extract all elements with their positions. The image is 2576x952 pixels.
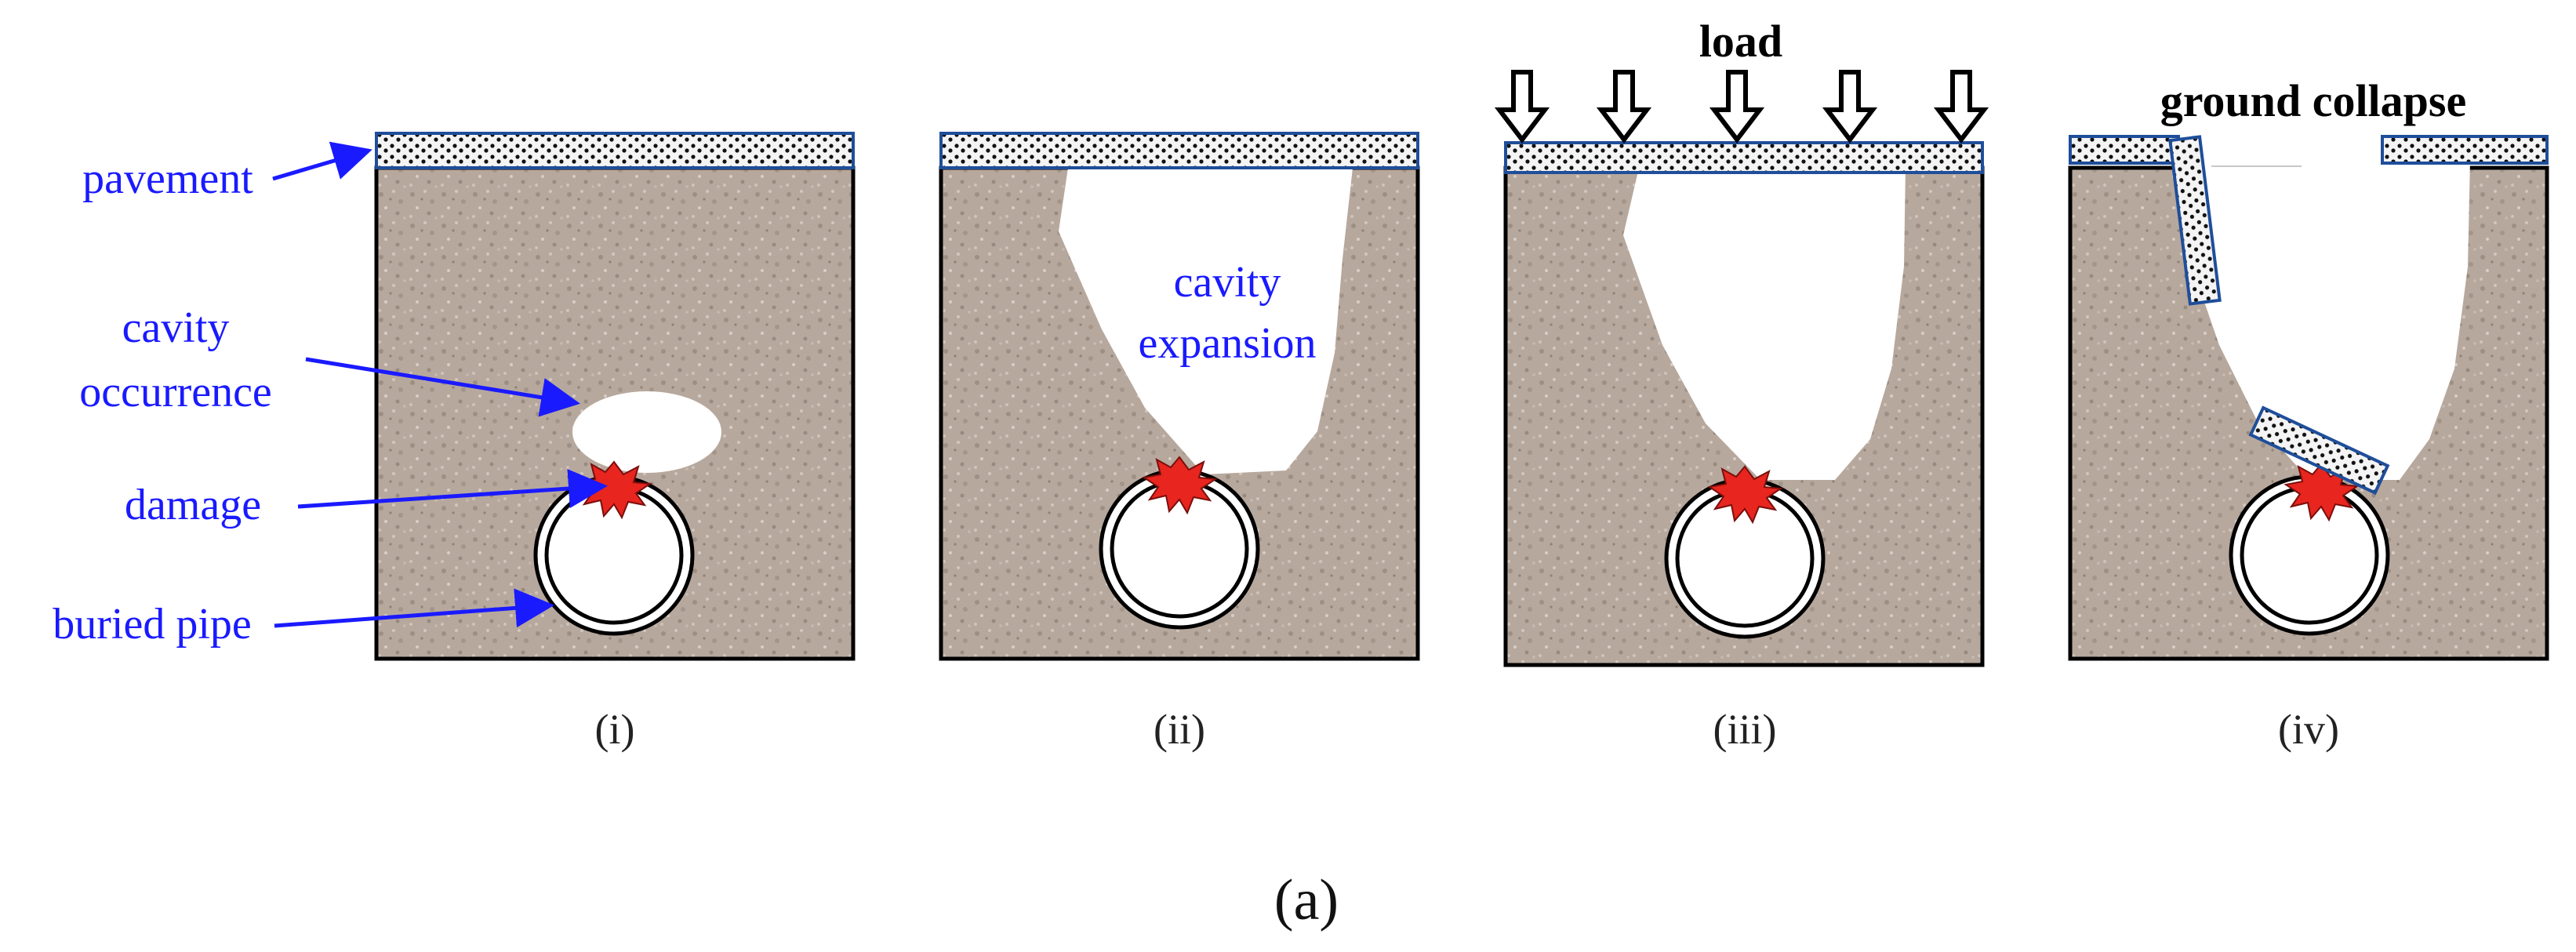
load-arrows <box>1494 70 1989 144</box>
panel-label: (i) <box>595 706 635 753</box>
pavement-layer <box>1504 141 1984 174</box>
load-arrow-icon <box>1596 70 1652 144</box>
buried-pipe <box>2229 474 2390 636</box>
damage-mark <box>2284 463 2360 522</box>
cavity-expansion-label-line1: cavity <box>1174 258 1281 307</box>
damage-arrow <box>297 469 608 509</box>
cavity <box>2172 160 2470 480</box>
panel-4: ground collapse (iv) <box>2068 75 2549 753</box>
buried-pipe <box>1099 468 1260 630</box>
buried-pipe-arrow <box>274 588 554 628</box>
panel-label: (iv) <box>2278 706 2339 753</box>
annotations: pavement cavity occurrence damage buried… <box>53 141 608 649</box>
panel-label: (ii) <box>1154 706 1205 753</box>
load-arrow-icon <box>1709 70 1765 144</box>
pavement-fragment-left <box>2069 135 2180 165</box>
panel-3: load (iii) <box>1494 16 1989 753</box>
ground-collapse-label: ground collapse <box>2160 75 2467 126</box>
cavity-occurrence-label-line1: cavity <box>122 303 230 352</box>
buried-pipe-label: buried pipe <box>53 600 251 649</box>
pavement-fragment-right <box>2381 135 2549 165</box>
pavement-layer <box>939 132 1419 169</box>
cavity <box>572 391 721 473</box>
cavity-arrow <box>305 357 580 417</box>
panel-1: (i) <box>374 132 856 753</box>
load-arrow-icon <box>1494 70 1550 144</box>
pavement-fragment-fallen <box>2248 405 2390 496</box>
cavity-expansion-label-line2: expansion <box>1138 319 1316 368</box>
cavity <box>1059 168 1353 474</box>
cavity <box>1623 168 1906 480</box>
damage-mark <box>1707 465 1783 525</box>
panel-label: (iii) <box>1713 706 1777 753</box>
load-arrow-icon <box>1822 70 1878 144</box>
panel-2: cavity expansion (ii) <box>939 132 1420 753</box>
cavity-occurrence-label-line2: occurrence <box>79 368 272 416</box>
pavement-layer <box>375 132 855 169</box>
figure-caption: (a) <box>1274 868 1339 932</box>
buried-pipe <box>533 474 695 636</box>
pavement-fragment-falling <box>2168 135 2222 306</box>
load-arrow-icon <box>1933 70 1989 144</box>
buried-pipe <box>1664 478 1826 639</box>
damage-mark <box>1142 456 1218 515</box>
pavement-label: pavement <box>82 154 253 203</box>
load-label: load <box>1699 16 1782 67</box>
damage-label: damage <box>125 481 261 529</box>
pavement-arrow <box>272 141 372 181</box>
